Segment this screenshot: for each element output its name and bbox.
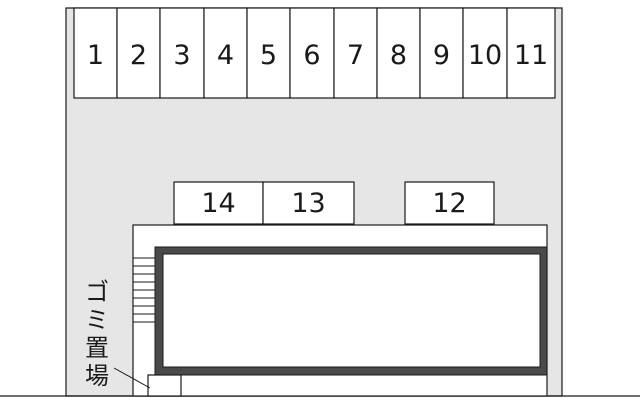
garbage-area-label: ゴ ミ 置 場 (85, 278, 109, 390)
label-char: ゴ (85, 278, 109, 306)
garbage-area-box (147, 374, 182, 397)
middle-parking-row: 14 13 12 (173, 181, 495, 225)
space-number: 4 (217, 40, 234, 71)
parking-space (404, 181, 495, 225)
staircase (133, 257, 157, 323)
space-number: 5 (260, 40, 277, 71)
space-number: 2 (130, 40, 147, 71)
building-inner (162, 253, 541, 368)
parking-space (159, 7, 205, 99)
space-number: 10 (468, 40, 502, 71)
space-number: 6 (303, 40, 320, 71)
space-number: 7 (347, 40, 364, 71)
top-parking-row: 1 2 3 4 5 6 7 8 9 10 11 (73, 7, 556, 99)
space-number: 12 (432, 188, 466, 219)
garbage-leader-line (113, 367, 151, 389)
space-number: 11 (514, 40, 548, 71)
space-number: 1 (87, 40, 104, 71)
label-char: 置 (85, 334, 109, 362)
space-number: 9 (433, 40, 450, 71)
parking-space (462, 7, 508, 99)
space-number: 3 (173, 40, 190, 71)
parking-space (506, 7, 556, 99)
parking-space (376, 7, 421, 99)
parking-space (262, 181, 355, 225)
parking-space (73, 7, 118, 99)
space-number: 8 (390, 40, 407, 71)
parking-space (116, 7, 161, 99)
parking-space (173, 181, 264, 225)
parking-space (333, 7, 378, 99)
space-number: 14 (201, 188, 235, 219)
label-char: ミ (85, 306, 109, 334)
space-number: 13 (291, 188, 325, 219)
label-char: 場 (85, 362, 109, 390)
parking-space (419, 7, 464, 99)
